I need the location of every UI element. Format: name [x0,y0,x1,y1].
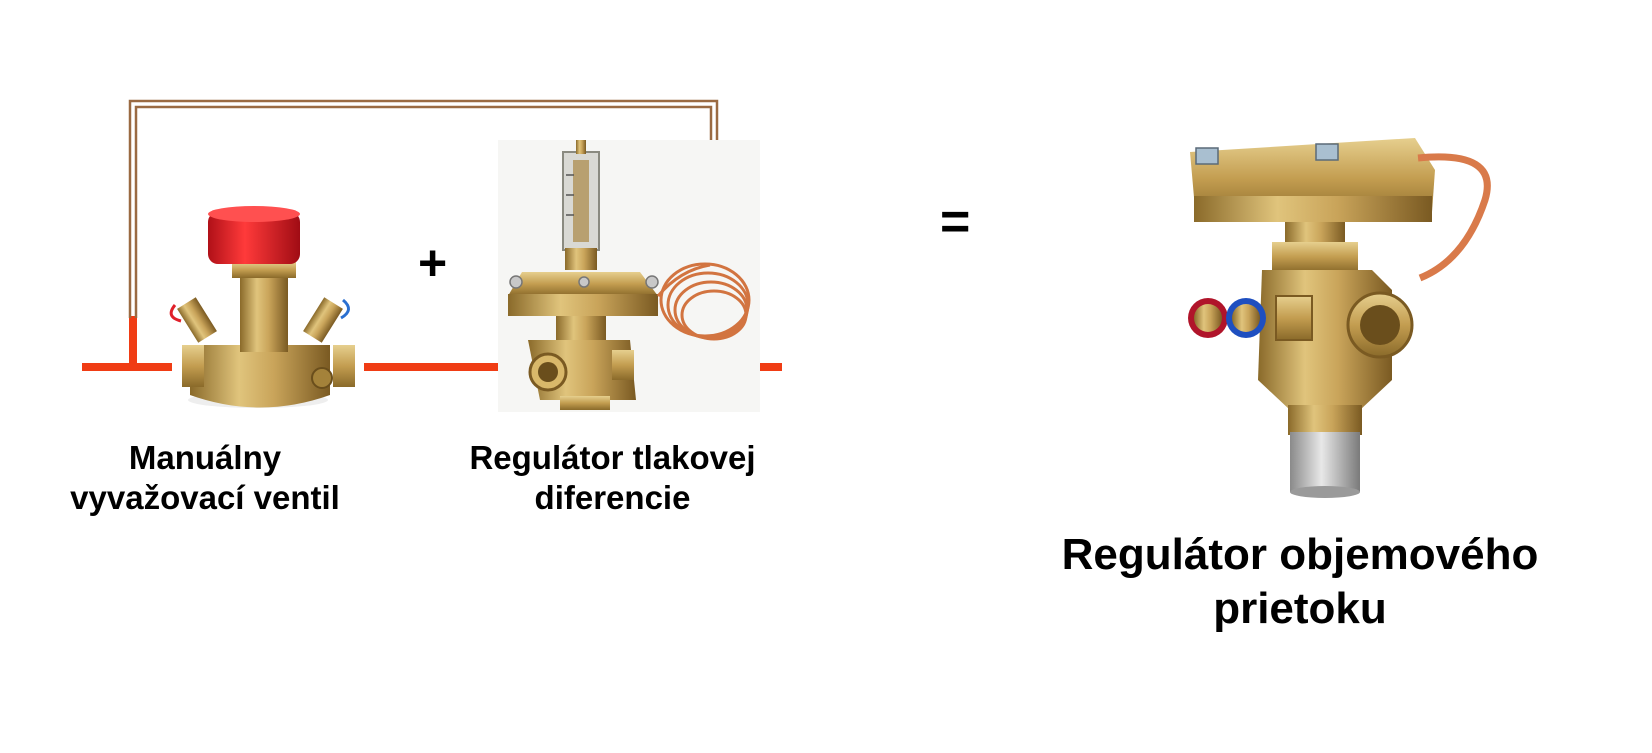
manual-valve-label-line2: vyvažovací ventil [70,479,340,517]
flow-regulator-label-line2: prietoku [1213,583,1387,633]
dp-regulator-image [498,140,760,412]
pipe-segment-left [82,363,172,371]
flow-regulator-label-line1: Regulátor objemového [1061,530,1539,579]
dp-regulator-label-line2: diferencie [534,479,691,517]
pipe-segment-middle [364,363,504,371]
equals-operator: = [940,193,971,251]
balancing-valve-image [169,206,355,408]
dp-regulator-label-line1: Regulátor tlakovej [469,439,756,476]
pipe-tee-stub [129,316,137,366]
dp-regulator-label: Regulátor tlakovej diferencie [435,438,790,519]
plus-operator: + [418,235,448,291]
manual-valve-label-line1: Manuálny [128,439,282,476]
pipe-line [82,316,782,371]
flow-regulator-image [1188,138,1491,498]
pipe-segment-right [757,363,782,371]
manual-valve-label: Manuálny vyvažovací ventil [40,438,370,519]
flow-regulator-label: Regulátor objemového prietoku [1020,528,1580,635]
